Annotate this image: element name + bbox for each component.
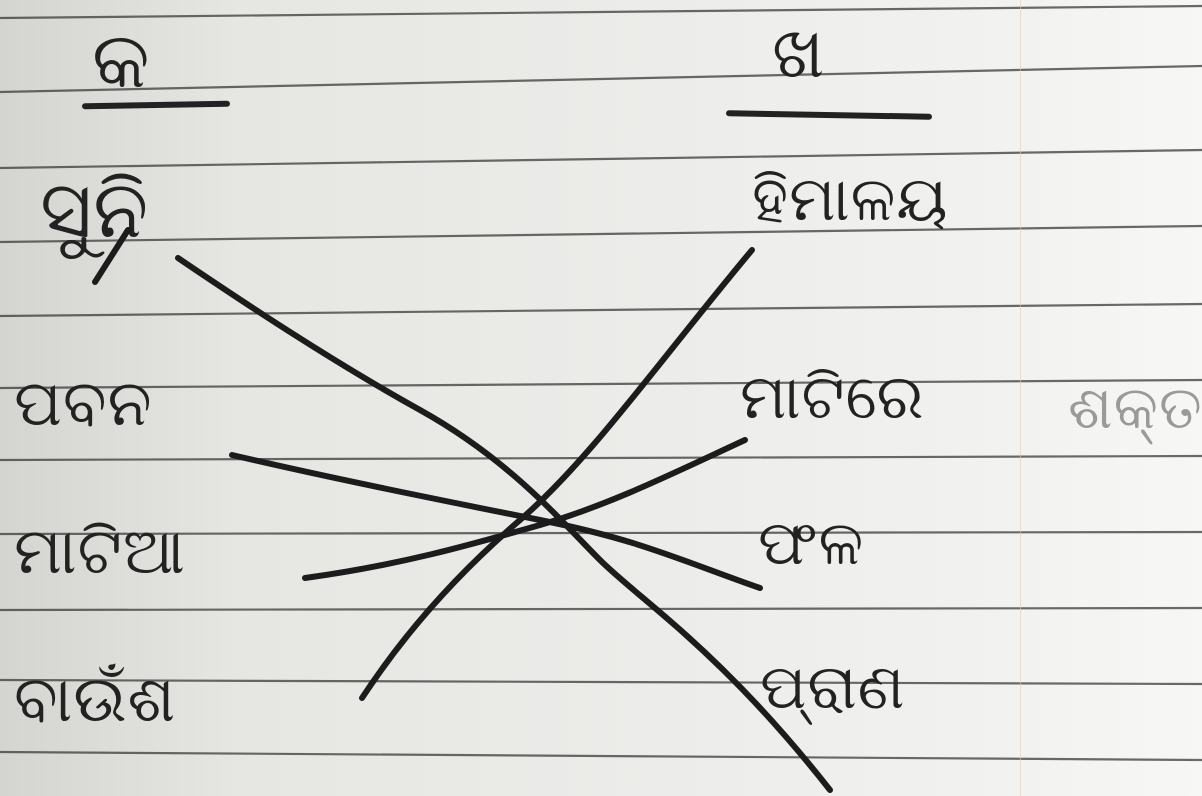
ruled-line	[0, 224, 1202, 244]
left-word-4: ବାଉଁଶ	[14, 663, 177, 737]
ruled-line	[0, 378, 1202, 390]
right-word-1: ହିମାଳୟ	[752, 162, 949, 235]
left-word-1: ସୁନି	[40, 163, 150, 256]
right-word-3: ଫଳ	[758, 506, 865, 579]
margin-line	[1020, 0, 1021, 796]
right-word-2: ମାଟିରେ	[740, 360, 925, 433]
margin-note: ଶକ୍ତ	[1068, 373, 1202, 443]
ruled-line	[0, 4, 1202, 20]
column-heading-left: କ	[92, 16, 151, 106]
column-heading-right: ଖ	[772, 12, 826, 94]
ruled-line	[0, 454, 1202, 462]
ruled-line	[0, 64, 1202, 94]
ruled-line	[0, 750, 1202, 762]
match-line-4	[359, 247, 755, 701]
left-word-3: ମାଟିଆ	[14, 515, 186, 589]
match-line-2	[229, 452, 763, 591]
ruled-line	[0, 302, 1202, 318]
left-word-2: ପବନ	[14, 367, 153, 441]
tick-stroke	[92, 227, 131, 285]
ruled-line	[0, 606, 1202, 612]
ruled-line	[0, 148, 1202, 170]
right-word-4: ପ୍ରାଣ	[760, 650, 906, 723]
match-line-1	[175, 255, 833, 793]
match-line-3	[302, 437, 748, 581]
ruled-line	[0, 678, 1202, 686]
